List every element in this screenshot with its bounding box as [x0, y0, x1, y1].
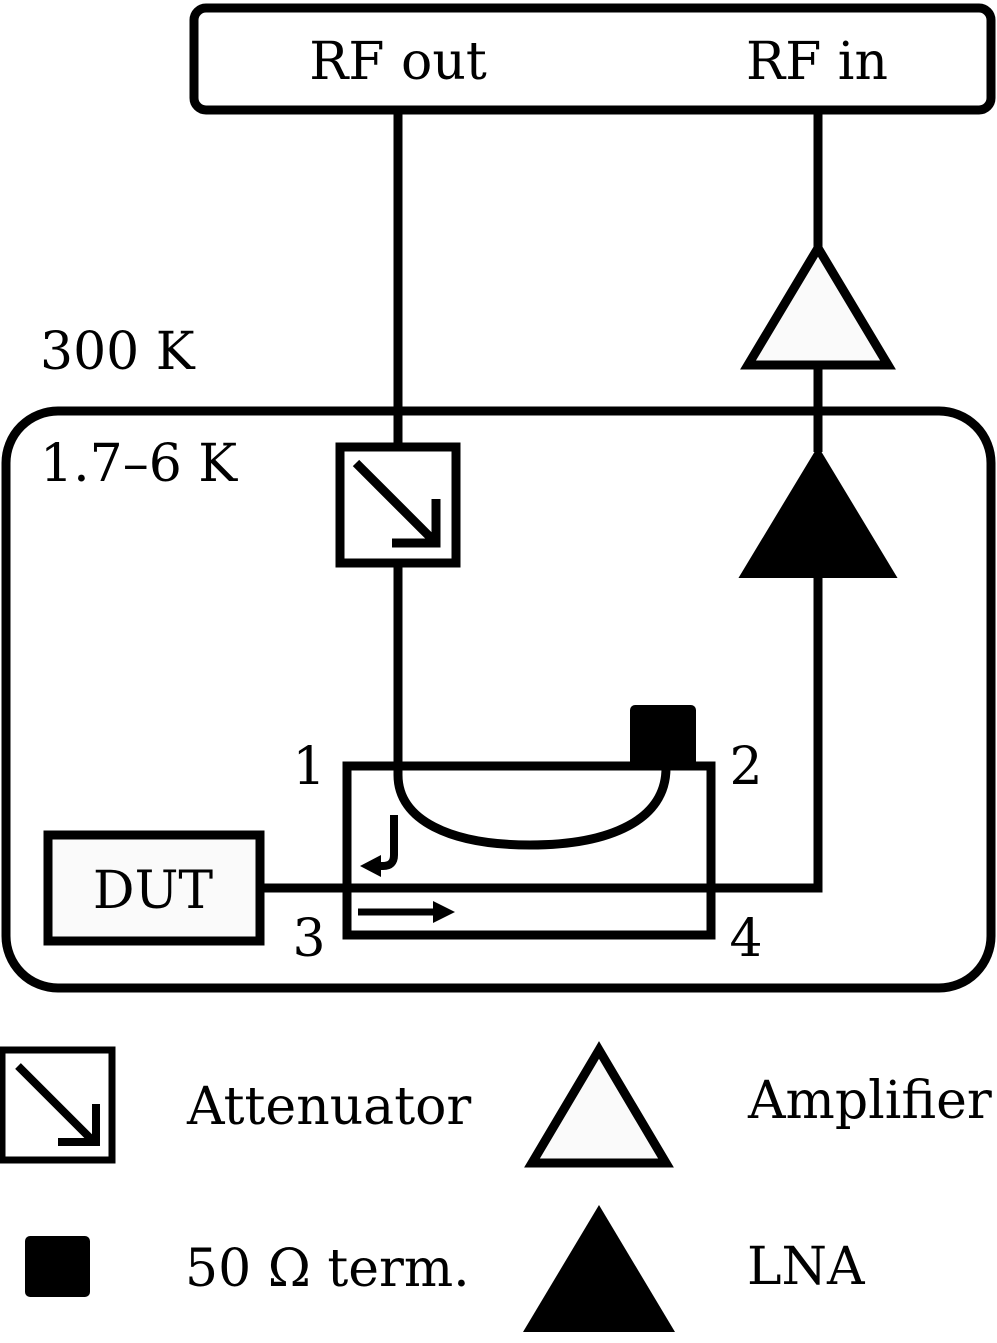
- legend-amplifier-label: Amplifier: [747, 1071, 992, 1131]
- legend-amplifier-icon: [524, 1041, 674, 1168]
- dut-label: DUT: [93, 861, 214, 921]
- port-1-label: 1: [292, 737, 325, 797]
- dut-to-lna-cable: [260, 576, 823, 893]
- through-arrow-icon: [358, 901, 455, 923]
- legend-attenuator-label: Attenuator: [186, 1077, 471, 1137]
- termination-50ohm-icon: [630, 705, 696, 769]
- amplifier-icon: [740, 239, 896, 370]
- attenuator-icon: [335, 442, 461, 568]
- directional-coupler: [342, 761, 716, 940]
- coupling-arrow-icon: [360, 815, 398, 877]
- rf-in-label: RF in: [746, 32, 888, 92]
- legend-termination-icon: [25, 1236, 90, 1297]
- legend-termination-label: 50 Ω term.: [185, 1239, 470, 1299]
- legend: Attenuator Amplifier 50 Ω term. LNA: [0, 1041, 992, 1332]
- legend-lna-label: LNA: [747, 1237, 866, 1297]
- lna-icon: [738, 446, 898, 578]
- port-2-label: 2: [729, 737, 762, 797]
- legend-attenuator-icon: [0, 1046, 116, 1164]
- port-3-label: 3: [292, 909, 325, 969]
- cryostat-box: [1, 406, 996, 993]
- instrument-box: [189, 3, 996, 115]
- cryo-temp-label: 1.7–6 K: [40, 434, 238, 494]
- room-temp-label: 300 K: [40, 322, 196, 382]
- rf-out-label: RF out: [309, 32, 487, 92]
- legend-lna-icon: [523, 1205, 675, 1332]
- port-4-label: 4: [729, 909, 762, 969]
